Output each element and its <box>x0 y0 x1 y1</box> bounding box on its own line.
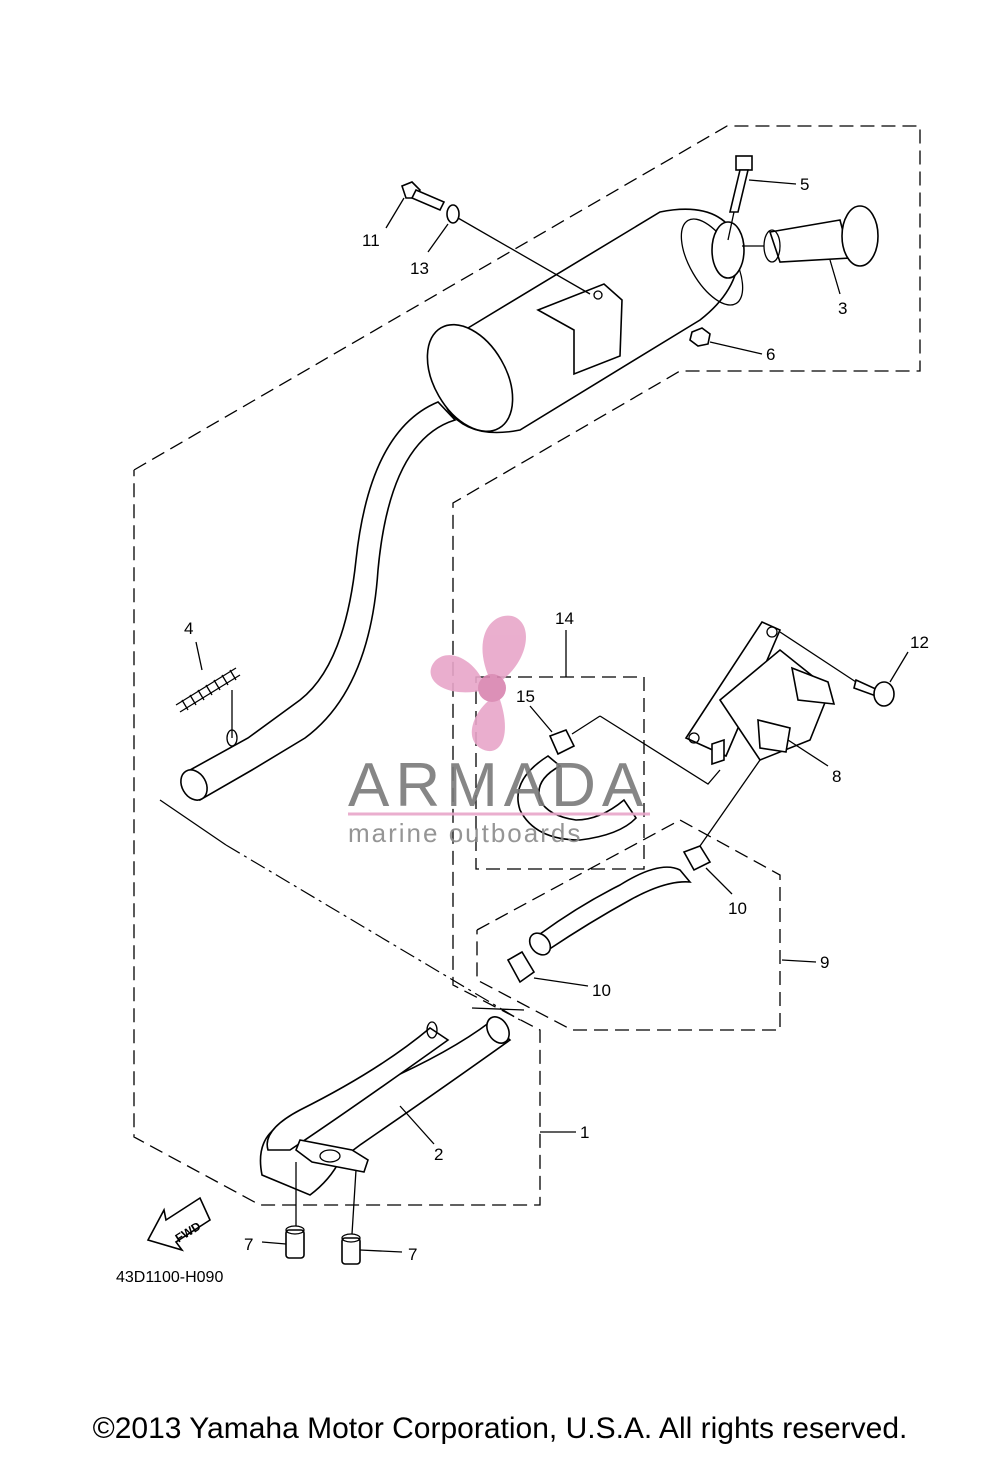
callout-9: 9 <box>820 953 829 972</box>
callout-labels: 1 2 3 4 5 6 7 7 8 9 10 10 11 12 13 14 15 <box>184 175 929 1264</box>
callout-1: 1 <box>580 1123 589 1142</box>
clip-part-15 <box>548 715 721 785</box>
propeller-logo <box>430 615 526 752</box>
brand-name: ARMADA <box>348 751 649 820</box>
lower-pipe-part-1 <box>259 1016 512 1196</box>
muffler <box>426 208 745 434</box>
callout-11: 11 <box>362 231 380 250</box>
copyright-notice: ©2013 Yamaha Motor Corporation, U.S.A. A… <box>92 1412 908 1445</box>
callout-5: 5 <box>800 175 809 194</box>
exhaust-parts-diagram: 1 2 3 4 5 6 7 7 8 9 10 10 11 12 13 14 15… <box>116 125 929 1286</box>
callout-12: 12 <box>910 633 929 652</box>
brand-tagline: marine outboards <box>348 818 582 848</box>
tailpipe-part-3 <box>742 205 879 267</box>
gasket-part-2 <box>295 1139 369 1173</box>
screw-part-12 <box>779 631 895 707</box>
hose-part-9 <box>528 866 692 956</box>
clip-part-10-lower <box>506 950 536 984</box>
drawing-code: 43D1100-H090 <box>116 1269 223 1286</box>
clip-part-10-upper <box>682 759 761 872</box>
callout-2: 2 <box>434 1145 443 1164</box>
callout-6: 6 <box>766 345 775 364</box>
callout-10-upper: 10 <box>728 899 747 918</box>
callout-7-right: 7 <box>408 1245 417 1264</box>
fwd-arrow: FWD <box>146 1196 212 1252</box>
spring-part-4 <box>175 667 241 738</box>
armada-watermark: ARMADA marine outboards <box>348 615 650 848</box>
nut-part-6 <box>689 327 711 347</box>
muffler-assembly-outline <box>133 125 921 1206</box>
hose-part-14 <box>517 755 638 841</box>
callout-8: 8 <box>832 767 841 786</box>
callout-15: 15 <box>516 687 535 706</box>
callout-3: 3 <box>838 299 847 318</box>
leader-lines <box>195 179 909 1253</box>
collar-part-7-right <box>341 1169 361 1265</box>
hose-group-14-outline <box>475 676 645 870</box>
callout-4: 4 <box>184 619 193 638</box>
valve-part-8 <box>684 620 836 766</box>
center-lines <box>159 799 525 1021</box>
bolt-part-5 <box>727 155 753 241</box>
callout-13: 13 <box>410 259 429 278</box>
callout-7-left: 7 <box>244 1235 253 1254</box>
washer-part-13 <box>446 204 591 295</box>
bolt-part-11 <box>401 181 446 212</box>
callout-14: 14 <box>555 609 574 628</box>
hose-group-9-outline <box>476 819 781 1031</box>
exhaust-pipe <box>180 401 457 802</box>
callout-10-lower: 10 <box>592 981 611 1000</box>
